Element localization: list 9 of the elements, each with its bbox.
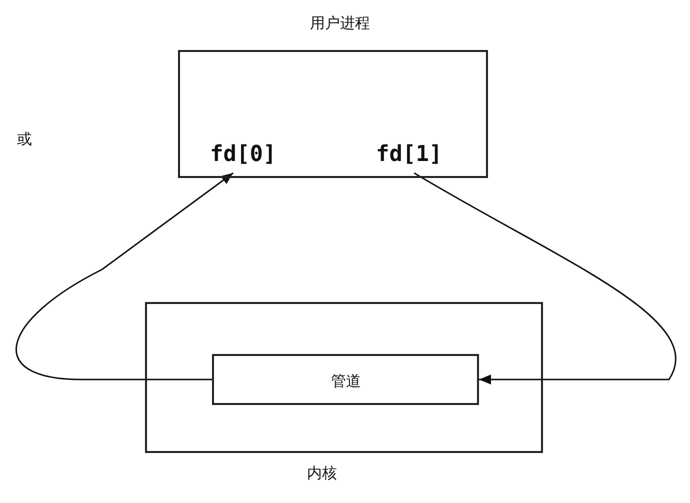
pipe-label: 管道	[331, 372, 361, 391]
box-heading: 内核	[307, 464, 337, 483]
arrow	[16, 172, 234, 380]
descriptor-label: fd[1]	[376, 142, 442, 167]
descriptor-label: fd[0]	[210, 142, 276, 167]
box-heading: 用户进程	[310, 14, 370, 33]
note-label: 或	[17, 130, 32, 149]
arrow	[414, 172, 676, 384]
pipe-box	[212, 354, 479, 405]
